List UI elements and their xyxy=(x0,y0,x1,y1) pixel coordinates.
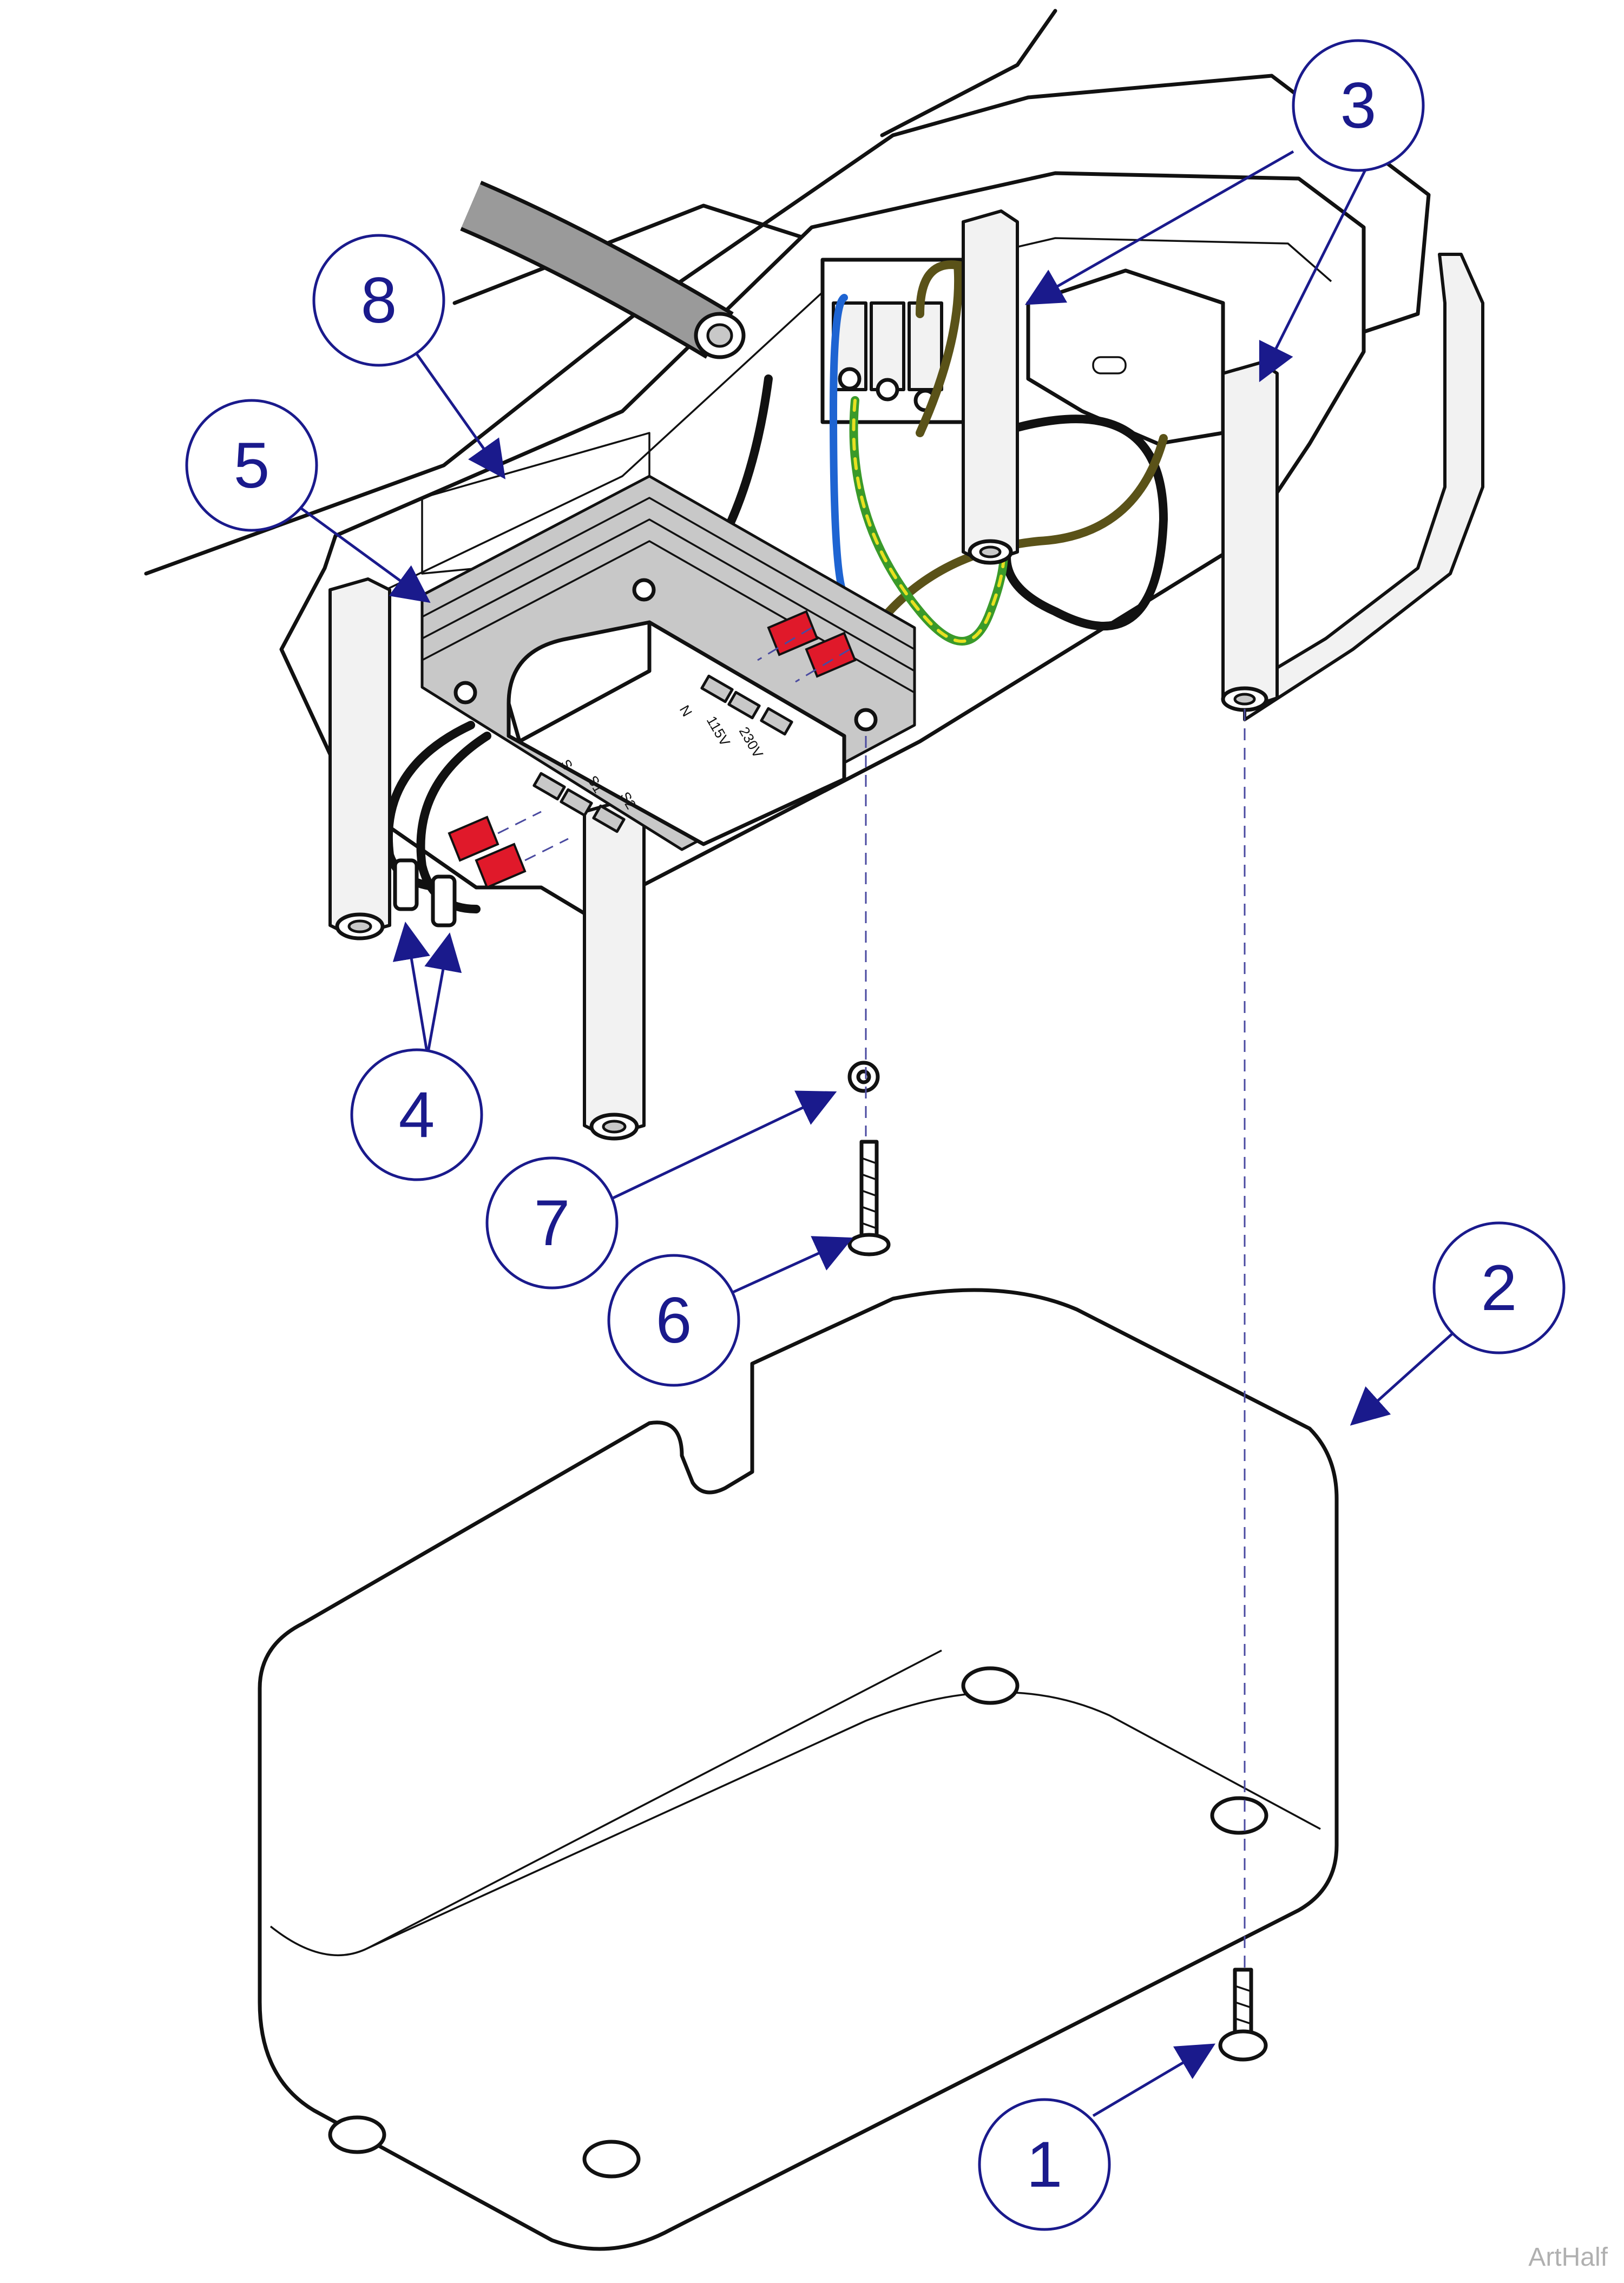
callout-4-label: 4 xyxy=(399,1078,435,1151)
callout-1: 1 xyxy=(978,2098,1111,2231)
callout-5-label: 5 xyxy=(234,429,270,502)
callout-6-label: 6 xyxy=(656,1284,692,1357)
callout-7-label: 7 xyxy=(534,1187,570,1259)
bottom-cover xyxy=(258,1288,1339,2251)
callout-4: 4 xyxy=(350,1048,483,1181)
terminal-block xyxy=(820,258,987,424)
transformer: N 115V 230V S S1 S2 xyxy=(420,475,916,851)
screw-6 xyxy=(847,1140,891,1256)
callout-3: 3 xyxy=(1292,39,1425,172)
mounting-bracket xyxy=(1026,268,1225,446)
standoff-center xyxy=(962,209,1019,565)
wire-sleeves xyxy=(393,858,457,927)
assembly-lines xyxy=(497,627,1246,1970)
callout-8: 8 xyxy=(312,234,445,367)
callout-5: 5 xyxy=(185,399,318,532)
callout-2: 2 xyxy=(1432,1221,1566,1354)
watermark-text: ArtHalf xyxy=(1528,2243,1608,2272)
standoff-front-middle xyxy=(583,799,646,1141)
callout-8-label: 8 xyxy=(361,264,397,337)
washer-7 xyxy=(847,1061,880,1093)
callout-7: 7 xyxy=(485,1156,619,1289)
callout-1-label: 1 xyxy=(1027,2128,1063,2201)
leader-lines xyxy=(286,140,1462,2117)
standoff-front-left xyxy=(328,577,391,940)
screw-1 xyxy=(1218,1968,1268,2062)
standoff-right xyxy=(1221,361,1279,712)
callout-2-label: 2 xyxy=(1481,1252,1517,1324)
callout-6: 6 xyxy=(607,1254,740,1387)
standoffs xyxy=(328,209,1279,1141)
red-terminals xyxy=(448,610,857,889)
callout-3-label: 3 xyxy=(1340,69,1377,142)
power-cable xyxy=(460,181,746,359)
